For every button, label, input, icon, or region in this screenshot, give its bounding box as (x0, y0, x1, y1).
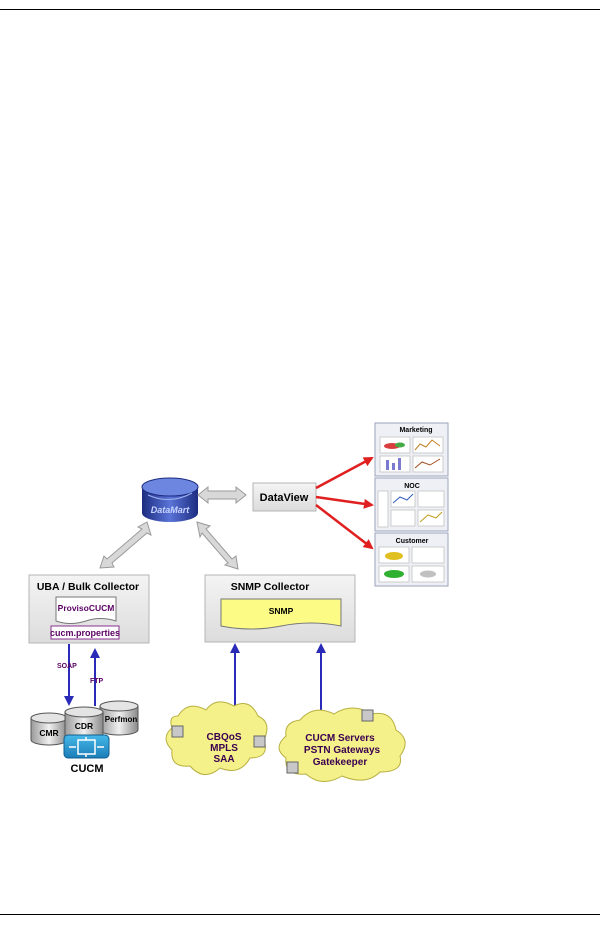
perfmon-database: Perfmon (99, 700, 139, 736)
datamart-database: DataMart (141, 477, 199, 522)
cmr-label: CMR (39, 728, 58, 738)
device-icon (286, 761, 299, 774)
cloud-left-line: SAA (213, 754, 234, 765)
report-title: Marketing (399, 427, 432, 434)
top-rule (0, 9, 600, 10)
ftp-label: FTP (90, 678, 104, 685)
cloud-right-line: PSTN Gateways (304, 745, 381, 756)
soap-label: SOAP (57, 663, 77, 670)
report-title: Customer (396, 538, 429, 545)
dataview-box: DataView (252, 482, 317, 512)
datamart-dataview-arrow (197, 485, 247, 505)
device-icon (171, 725, 184, 738)
uba-collector-title: UBA / Bulk Collector (37, 581, 139, 593)
cucm-appliance: CUCM (63, 734, 110, 775)
arrow-to-customer (315, 504, 374, 550)
report-marketing: Marketing (374, 422, 449, 477)
cdr-database: CDR (64, 706, 104, 742)
snmp-collector-title: SNMP Collector (231, 581, 310, 593)
cloud-voice-infrastructure: CUCM Servers PSTN Gateways Gatekeeper (278, 707, 406, 782)
cucm-properties-file: cucm.properties (50, 628, 120, 638)
cdr-label: CDR (75, 721, 93, 731)
datamart-uba-arrow (99, 521, 152, 569)
device-icon (253, 735, 266, 748)
datamart-label: DataMart (151, 505, 191, 515)
arrow-to-marketing (315, 456, 374, 490)
snmp-module: SNMP (269, 606, 294, 616)
arrow-to-noc (315, 495, 374, 509)
cloud-left-line: CBQoS (207, 732, 242, 743)
cloud-network-metrics: CBQoS MPLS SAA (165, 701, 268, 775)
snmp-collector: SNMP Collector SNMP (204, 574, 356, 643)
cloud-right-line: CUCM Servers (305, 733, 375, 744)
perfmon-label: Perfmon (105, 715, 138, 724)
proviso-cucm-module: ProvisoCUCM (58, 603, 115, 613)
dataview-label: DataView (260, 492, 309, 504)
bottom-rule (0, 914, 600, 915)
report-noc: NOC (374, 477, 449, 532)
cloud-right-line: Gatekeeper (313, 757, 368, 768)
report-title: NOC (404, 483, 420, 490)
report-customer: Customer (374, 532, 449, 587)
uba-bulk-collector: UBA / Bulk Collector ProvisoCUCM cucm.pr… (28, 574, 150, 644)
cloud-left-line: MPLS (210, 743, 238, 754)
cucm-label: CUCM (71, 763, 104, 775)
device-icon (361, 709, 374, 722)
cmr-database: CMR (30, 712, 68, 746)
datamart-snmp-arrow (196, 521, 239, 570)
